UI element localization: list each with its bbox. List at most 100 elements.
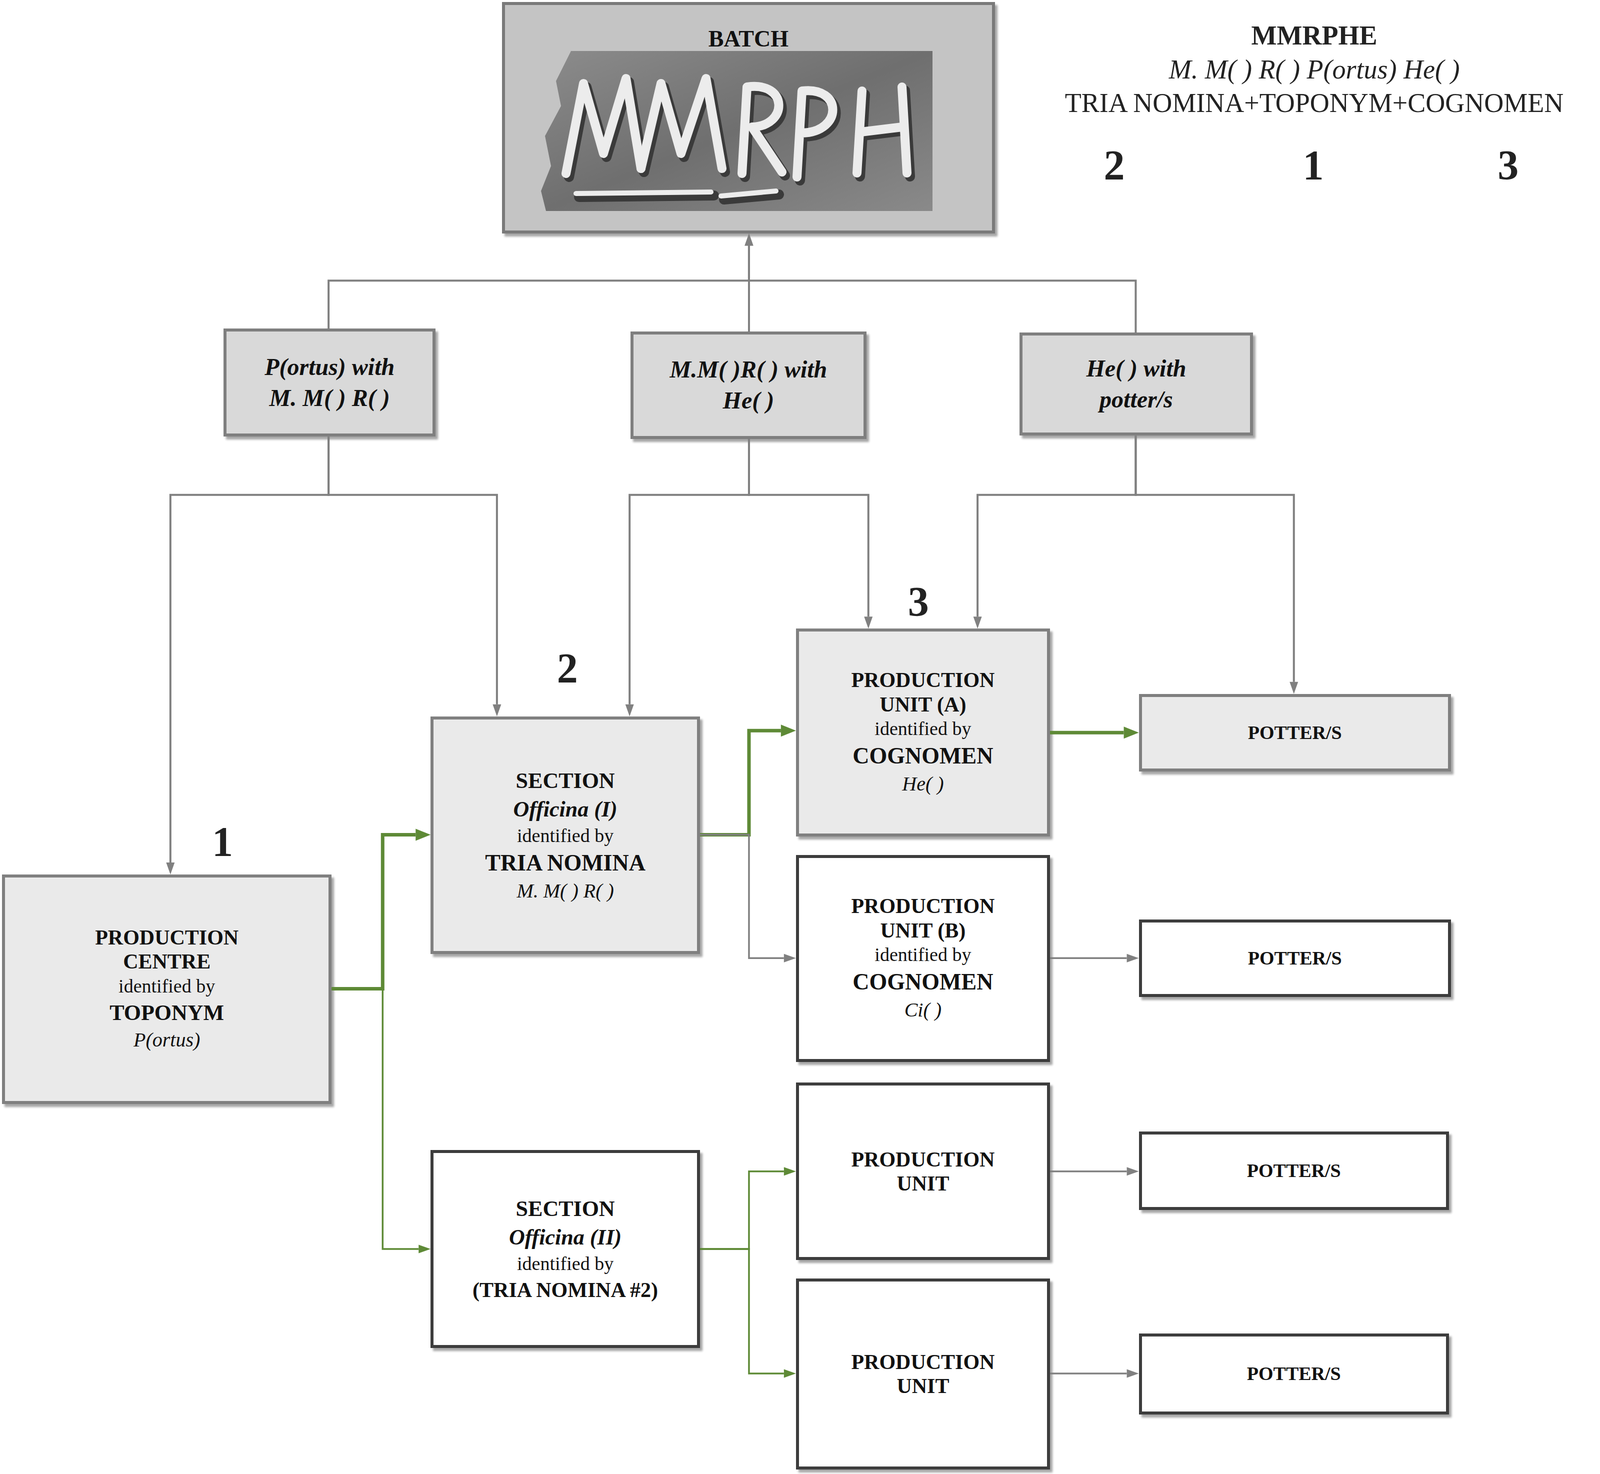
- potter-box: POTTER/S: [1139, 919, 1451, 997]
- connector-arrow: [328, 436, 501, 716]
- node-text: SECTION: [516, 1194, 615, 1223]
- connector-arrow: [331, 828, 431, 989]
- node-text: M.M( )R( ) with He( ): [651, 354, 846, 417]
- node-text: PRODUCTION UNIT (A): [851, 668, 995, 717]
- connector-line: [700, 834, 784, 958]
- connector-arrow: [328, 233, 753, 329]
- node-text: identified by: [874, 942, 971, 967]
- unit-box: PRODUCTION UNIT (A)identified byCOGNOMEN…: [796, 628, 1050, 837]
- order-number: 1: [1303, 138, 1324, 193]
- stamp-illustration: [541, 51, 933, 211]
- section-box: SECTIONOfficina (I)identified byTRIA NOM…: [430, 716, 700, 955]
- arrow-head: [1289, 682, 1298, 694]
- node-text: POTTER/S: [1247, 1158, 1341, 1183]
- arrow-head: [415, 828, 431, 841]
- node-text: BATCH: [708, 24, 789, 54]
- node-text: P(ortus) with M. M( ) R( ): [254, 351, 405, 414]
- connector-arrow: [973, 435, 1136, 629]
- node-text: POTTER/S: [1248, 720, 1342, 745]
- node-text: He( ): [902, 771, 944, 797]
- arrow-head: [973, 616, 982, 629]
- section-box: SECTIONOfficina (II)identified by(TRIA N…: [430, 1150, 700, 1348]
- node-text: identified by: [118, 974, 215, 999]
- connector-line: [700, 1249, 784, 1374]
- connector-arrow: [1050, 1167, 1139, 1176]
- potter-box: POTTER/S: [1139, 1131, 1449, 1210]
- node-text: Officina (I): [513, 795, 618, 824]
- node-text: PRODUCTION UNIT (B): [851, 894, 995, 943]
- arrow-head: [744, 233, 753, 246]
- arrow-head: [784, 1369, 796, 1378]
- node-text: PRODUCTION CENTRE: [95, 925, 239, 974]
- formula-text: TRIA NOMINA+TOPONYM+COGNOMEN: [1065, 85, 1564, 121]
- connector-arrow: [166, 436, 329, 875]
- node-text: Ci( ): [904, 997, 942, 1023]
- connector-line: [748, 245, 750, 332]
- connector-arrow: [744, 233, 1136, 333]
- connector-line: [700, 730, 781, 835]
- arrow-head: [625, 704, 634, 717]
- connector-arrow: [1050, 726, 1139, 739]
- connector-arrow: [625, 439, 749, 717]
- connector-line: [170, 436, 329, 863]
- potter-box: POTTER/S: [1139, 694, 1451, 772]
- arrow-head: [864, 616, 873, 629]
- connector-line: [1135, 435, 1294, 682]
- connector-arrow: [700, 724, 796, 835]
- potter-box: POTTER/S: [1139, 1333, 1449, 1414]
- relation-box: P(ortus) with M. M( ) R( ): [223, 328, 436, 437]
- relation-box: He( ) with potter/s: [1019, 332, 1253, 436]
- node-text: Officina (II): [509, 1223, 622, 1252]
- arrow-head: [1127, 1167, 1139, 1176]
- node-text: identified by: [517, 1251, 614, 1276]
- arrow-head: [784, 1167, 796, 1176]
- unit-box: PRODUCTION UNIT: [796, 1082, 1050, 1260]
- connector-arrow: [1135, 435, 1298, 694]
- connector-line: [749, 439, 869, 617]
- stamp-reading: MMRPHE: [1251, 18, 1378, 53]
- node-text: identified by: [874, 716, 971, 741]
- arrow-head: [418, 1244, 431, 1253]
- arrow-head: [781, 724, 796, 737]
- connector-line: [328, 436, 497, 704]
- callout-number: 2: [557, 641, 578, 696]
- order-number: 3: [1497, 138, 1519, 193]
- arrow-head: [166, 862, 175, 875]
- node-text: TRIA NOMINA: [485, 848, 646, 878]
- connector-arrow: [1050, 1369, 1139, 1378]
- node-text: POTTER/S: [1247, 1361, 1341, 1386]
- connector-arrow: [700, 1249, 796, 1378]
- callout-number: 3: [908, 574, 929, 629]
- connector-line: [331, 834, 416, 989]
- connector-line: [1050, 957, 1127, 960]
- connector-line: [629, 439, 749, 705]
- unit-box: PRODUCTION UNIT (B)identified byCOGNOMEN…: [796, 855, 1050, 1062]
- node-text: P(ortus): [133, 1027, 200, 1053]
- connector-arrow: [700, 1167, 796, 1249]
- connector-line: [1050, 1372, 1127, 1375]
- connector-arrow: [700, 834, 796, 962]
- callout-number: 1: [212, 814, 233, 869]
- node-text: He( ) with potter/s: [1066, 353, 1206, 416]
- connector-line: [1050, 731, 1124, 735]
- centre-box: PRODUCTION CENTREidentified byTOPONYMP(o…: [2, 874, 332, 1104]
- connector-line: [331, 989, 419, 1249]
- connector-line: [977, 435, 1136, 617]
- relation-box: M.M( )R( ) with He( ): [630, 331, 866, 439]
- arrow-head: [1127, 954, 1139, 963]
- unit-box: PRODUCTION UNIT: [796, 1278, 1050, 1470]
- connector-arrow: [744, 233, 753, 332]
- node-text: (TRIA NOMINA #2): [472, 1276, 658, 1304]
- expanded-reading: M. M( ) R( ) P(ortus) He( ): [1169, 52, 1460, 87]
- connector-line: [328, 245, 749, 329]
- arrow-head: [784, 954, 796, 963]
- node-text: SECTION: [516, 766, 615, 795]
- connector-line: [1050, 1170, 1127, 1173]
- arrow-head: [1124, 726, 1139, 739]
- node-text: COGNOMEN: [852, 741, 993, 771]
- arrow-head: [492, 704, 501, 717]
- node-text: M. M( ) R( ): [516, 878, 614, 904]
- node-text: PRODUCTION UNIT: [851, 1147, 995, 1196]
- node-text: POTTER/S: [1248, 946, 1342, 971]
